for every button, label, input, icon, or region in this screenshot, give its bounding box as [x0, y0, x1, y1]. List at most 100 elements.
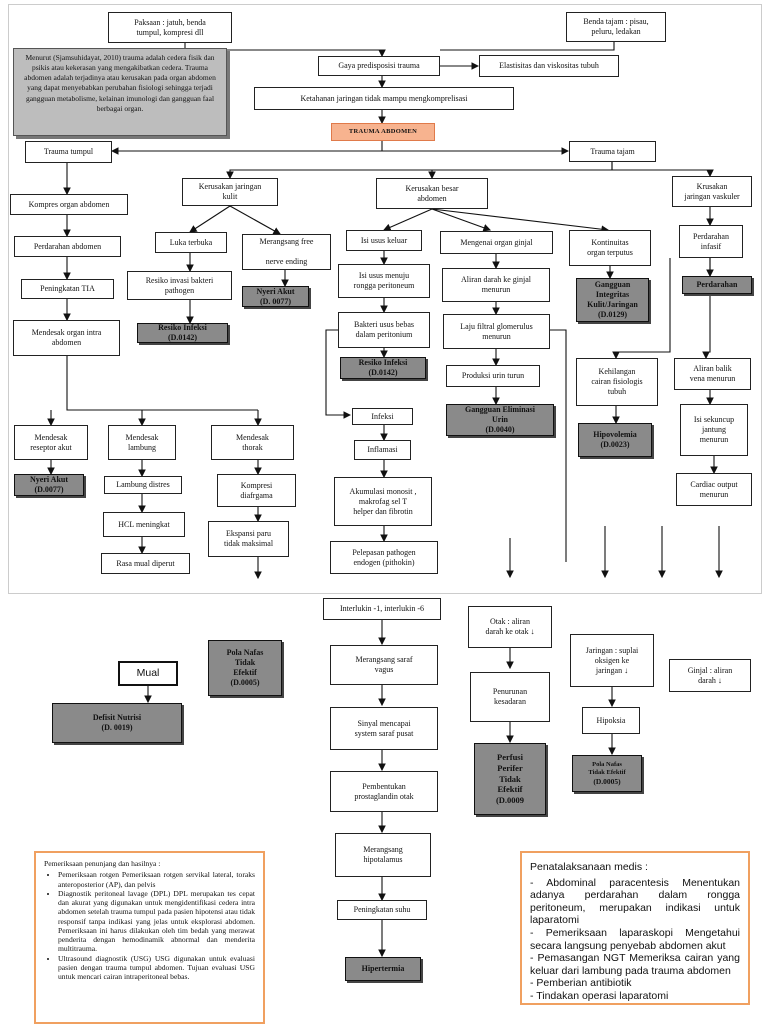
diagnosis-label: Perfusi Perifer Tidak Efektif — [497, 752, 523, 795]
penatalaksanaan-item: - Pemasangan NGT Memeriksa cairan yang k… — [530, 952, 740, 977]
benda-tajam-node: Benda tajam : pisau, peluru, ledakan — [566, 12, 666, 42]
pemeriksaan-item: Diagnostik peritoneal lavage (DPL) DPL m… — [58, 889, 255, 954]
isi-usus-menuju-node: Isi usus menuju rongga peritoneum — [338, 264, 430, 298]
hipertermia-diagnosis: Hipertermia — [345, 957, 421, 981]
defisit-nutrisi-diagnosis: Defisit Nutrisi (D. 0019) — [52, 703, 182, 743]
resiko-infeksi-diagnosis-1: Resiko Infeksi (D.0142) — [137, 323, 228, 343]
trauma-abdomen-node: TRAUMA ABDOMEN — [331, 123, 435, 141]
diagnosis-code: (D.0040) — [485, 425, 515, 434]
peningkatan-suhu-node: Peningkatan suhu — [337, 900, 427, 920]
diagnosis-label: Hipertermia — [361, 964, 405, 973]
merangsang-hipo-node: Merangsang hipotalamus — [335, 833, 431, 877]
kontinuitas-node: Kontinuitas organ terputus — [569, 230, 651, 266]
trauma-tumpul-node: Trauma tumpul — [25, 141, 112, 163]
diagnosis-code: (D. 0077) — [259, 296, 292, 306]
mengenai-ginjal-node: Mengenai organ ginjal — [440, 231, 553, 254]
perdarahan-infasif-node: Perdarahan infasif — [679, 225, 743, 258]
definition-note: Menurut (Sjamsuhidayat, 2010) trauma ada… — [13, 48, 227, 136]
akumulasi-node: Akumulasi monosit , makrofag sel T helpe… — [334, 477, 432, 526]
trauma-tajam-node: Trauma tajam — [569, 141, 656, 162]
hipoksia-node: Hipoksia — [582, 707, 640, 734]
diagnosis-code: (D.0142) — [368, 368, 398, 377]
hipovolemia-diagnosis: Hipovolemia (D.0023) — [578, 423, 652, 457]
ginjal-aliran-node: Ginjal : aliran darah ↓ — [669, 659, 751, 692]
perdarahan-diagnosis: Perdarahan — [682, 276, 752, 294]
nyeri-akut-diagnosis-2: Nyeri Akut (D.0077) — [14, 474, 84, 496]
diagnosis-label: Nyeri Akut — [256, 286, 295, 296]
gangguan-integritas-diagnosis: Gangguan Integritas Kulit/Jaringan (D.01… — [576, 278, 649, 322]
diagnosis-label: Pola Nafas Tidak Efektif — [226, 648, 264, 677]
mual-node: Mual — [118, 661, 178, 686]
mendesak-intra-node: Mendesak organ intra abdomen — [13, 320, 120, 356]
elastisitas-node: Elastisitas dan viskositas tubuh — [479, 55, 619, 77]
aliran-balik-node: Aliran balik vena menurun — [674, 358, 751, 390]
diagnosis-code: (D.0077) — [34, 485, 64, 494]
ekspansi-paru-node: Ekspansi paru tidak maksimal — [208, 521, 289, 557]
kerusakan-kulit-node: Kerusakan jaringan kulit — [182, 178, 278, 206]
diagnosis-code: (D. 0019) — [101, 723, 133, 732]
diagnosis-label: Pola Nafas Tidak Efektif — [588, 760, 626, 776]
mendesak-lambung-node: Mendesak lambung — [108, 425, 176, 460]
produksi-urin-node: Produksi urin turun — [446, 365, 540, 387]
jaringan-suplai-node: Jaringan : suplai oksigen ke jaringan ↓ — [570, 634, 654, 687]
pemeriksaan-title: Pemeriksaan penunjang dan hasilnya : — [44, 859, 161, 868]
rasa-mual-node: Rasa mual diperut — [101, 553, 190, 574]
mendesak-reseptor-node: Mendesak reseptor akut — [14, 425, 88, 460]
diagnosis-label: Nyeri Akut — [30, 475, 68, 484]
aliran-darah-node: Aliran darah ke ginjal menurun — [442, 268, 550, 302]
resiko-infeksi-diagnosis-2: Resiko Infeksi (D.0142) — [340, 357, 426, 379]
diagnosis-code: (D.0005) — [593, 776, 621, 786]
isi-usus-node: Isi usus keluar — [346, 230, 422, 251]
kehilangan-node: Kehilangan cairan fisiologis tubuh — [576, 358, 658, 406]
inflamasi-node: Inflamasi — [354, 440, 411, 460]
diagnosis-label: Perdarahan — [696, 280, 738, 289]
penatalaksanaan-item: - Pemberian antibiotik — [530, 977, 632, 990]
lambung-distres-node: Lambung distres — [104, 476, 182, 494]
luka-terbuka-node: Luka terbuka — [155, 232, 227, 253]
gaya-node: Gaya predisposisi trauma — [318, 56, 440, 76]
diagnosis-code: (D.0129) — [597, 310, 628, 319]
cardiac-output-node: Cardiac output menurun — [676, 473, 752, 506]
nyeri-akut-diagnosis-1: Nyeri Akut (D. 0077) — [242, 286, 309, 307]
bakteri-node: Bakteri usus bebas dalam peritonium — [338, 312, 430, 348]
ketahanan-node: Ketahanan jaringan tidak mampu mengkompr… — [254, 87, 514, 110]
pembentukan-node: Pembentukan prostaglandin otak — [330, 771, 438, 812]
diagnosis-code: (D.0005) — [230, 678, 260, 687]
sinyal-node: Sinyal mencapai system saraf pusat — [330, 707, 438, 750]
penatalaksanaan-item: - Pemeriksaan laparaskopi Mengetahui sec… — [530, 926, 740, 952]
pelepasan-node: Pelepasan pathogen endogen (pithokin) — [330, 541, 438, 574]
kerusakan-besar-node: Kerusakan besar abdomen — [376, 178, 488, 209]
merangsang-free-node: Merangsang free nerve ending — [242, 234, 331, 270]
penatalaksanaan-title: Penatalaksanaan medis : — [530, 861, 648, 873]
kompresi-diafragma-node: Kompresi diafrgama — [217, 474, 296, 507]
resiko-invasi-node: Resiko invasi bakteri pathogen — [127, 271, 232, 300]
hcl-node: HCL meningkat — [103, 512, 185, 537]
diagnosis-label: Hipovolemia — [593, 430, 637, 439]
pola-nafas-diagnosis-2: Pola Nafas Tidak Efektif (D.0005) — [572, 755, 642, 792]
diagnosis-code: (D.0009 — [495, 794, 525, 805]
pemeriksaan-item: Ultrasound diagnostik (USG) USG digunaka… — [58, 954, 255, 982]
penatalaksanaan-item: - Abdominal paracentesis Menentukan adan… — [530, 876, 740, 927]
pemeriksaan-panel: Pemeriksaan penunjang dan hasilnya : Pem… — [34, 851, 265, 1024]
otak-node: Otak : aliran darah ke otak ↓ — [468, 606, 552, 648]
kompres-node: Kompres organ abdomen — [10, 194, 128, 215]
paksaan-node: Paksaan : jatuh, benda tumpul, kompresi … — [108, 12, 232, 43]
laju-filtral-node: Laju filtral glomerulus menurun — [443, 314, 550, 349]
merangsang-saraf-node: Merangsang saraf vagus — [330, 645, 438, 685]
krusakan-vaskuler-node: Krusakan jaringan vaskuler — [672, 176, 752, 207]
infeksi-node: Infeksi — [352, 408, 413, 425]
gangguan-eliminasi-diagnosis: Gangguan Eliminasi Urin (D.0040) — [446, 404, 554, 436]
mendesak-thorak-node: Mendesak thorak — [211, 425, 294, 460]
diagnosis-label: Gangguan Integritas Kulit/Jaringan — [587, 280, 638, 309]
penurunan-kesadaran-node: Penurunan kesadaran — [470, 672, 550, 722]
diagnosis-label: Defisit Nutrisi — [92, 713, 142, 722]
diagnosis-label: Resiko Infeksi — [358, 358, 408, 367]
interlukin-node: Interlukin -1, interlukin -6 — [323, 598, 441, 620]
pola-nafas-diagnosis-1: Pola Nafas Tidak Efektif (D.0005) — [208, 640, 282, 696]
pemeriksaan-item: Pemeriksaan rotgen Pemeriksaan rotgen se… — [58, 870, 255, 889]
isi-sekuncup-node: Isi sekuncup jantung menurun — [680, 404, 748, 456]
diagnosis-code: (D.0023) — [600, 440, 630, 449]
perfusi-diagnosis: Perfusi Perifer Tidak Efektif (D.0009 — [474, 743, 546, 815]
diagnosis-label: Resiko Infeksi — [158, 323, 207, 332]
